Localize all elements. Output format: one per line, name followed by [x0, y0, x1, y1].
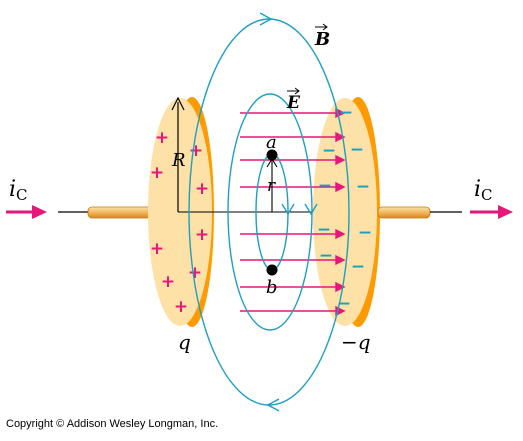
point-a-dot — [266, 149, 278, 161]
charge-right-label: −q — [341, 330, 371, 354]
minus-sign-6: − — [317, 220, 331, 240]
e-arrow — [240, 154, 346, 166]
electric-field-vector-arrow — [287, 87, 300, 95]
plus-sign-5: + — [195, 225, 209, 245]
right-plate — [313, 97, 380, 327]
point-a-label: a — [266, 132, 277, 153]
current-label-left: iC — [9, 177, 28, 204]
magnetic-field-label: B — [314, 29, 330, 50]
plus-sign-3: + — [150, 163, 164, 183]
electric-field-label: E — [286, 93, 301, 113]
e-arrow — [240, 281, 346, 293]
e-arrow — [240, 181, 346, 193]
minus-sign-7: − — [358, 223, 372, 243]
e-arrow — [240, 254, 346, 266]
plus-sign-1: + — [155, 128, 169, 148]
plus-sign-7: + — [188, 263, 202, 283]
minus-sign-3: − — [350, 140, 364, 160]
radius-R-arrowhead — [171, 96, 185, 111]
minus-sign-1: − — [339, 103, 353, 123]
e-arrow — [240, 228, 346, 240]
plus-sign-4: + — [195, 179, 209, 199]
copyright-notice: Copyright © Addison Wesley Longman, Inc. — [6, 418, 219, 430]
b-arrow-inner — [281, 203, 295, 216]
point-b-label: b — [266, 277, 278, 298]
point-b-dot — [266, 264, 278, 276]
radius-R-label: R — [171, 150, 186, 171]
b-arrow-top — [259, 12, 273, 26]
minus-signs: − − − − − − − − − − — [317, 103, 372, 314]
minus-sign-2: − — [322, 141, 336, 161]
plus-signs: + + + + + + + + + — [150, 128, 209, 317]
b-arrow-bottom — [266, 398, 280, 412]
magnetic-field-vector-arrow — [315, 23, 328, 31]
minus-sign-4: − — [318, 176, 332, 196]
plus-sign-2: + — [189, 141, 203, 161]
right-rod — [377, 206, 431, 219]
current-arrow-right — [470, 205, 513, 219]
minus-sign-5: − — [356, 177, 370, 197]
current-arrow-left — [6, 205, 47, 219]
radius-r-label: r — [267, 176, 276, 196]
current-label-right: iC — [474, 177, 493, 204]
charge-left-label: q — [178, 330, 191, 354]
e-arrow — [240, 131, 346, 143]
b-arrow-middle — [304, 203, 318, 216]
plus-sign-9: + — [174, 297, 188, 317]
plus-sign-8: + — [161, 272, 175, 292]
plus-sign-6: + — [150, 239, 164, 259]
minus-sign-9: − — [351, 257, 365, 277]
minus-sign-8: − — [319, 246, 333, 266]
